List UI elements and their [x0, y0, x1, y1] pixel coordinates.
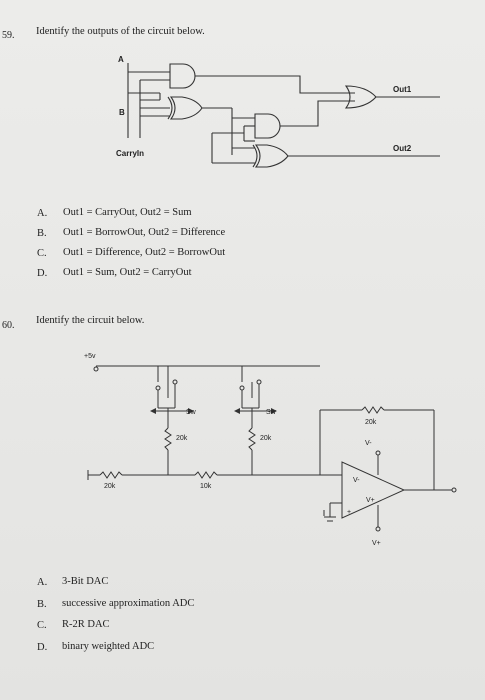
label-20k-feedback: 20k	[365, 419, 377, 426]
option-letter[interactable]: C.	[37, 620, 47, 631]
option-letter[interactable]: A.	[37, 577, 48, 588]
label-v-plus-bottom: V+	[372, 540, 381, 547]
label-5v: +5v	[84, 353, 96, 360]
option-text[interactable]: Out1 = Sum, Out2 = CarryOut	[63, 267, 192, 278]
label-10k: 10k	[200, 483, 212, 490]
label-20k-branch2: 20k	[260, 435, 272, 442]
label-v-plus-in: V+	[366, 497, 375, 504]
option-letter[interactable]: D.	[37, 268, 48, 279]
label-v-minus-in: V-	[353, 477, 360, 484]
label-v-minus-top: V-	[365, 440, 372, 447]
label-carryin: CarryIn	[116, 149, 144, 158]
question-59-prompt: Identify the outputs of the circuit belo…	[36, 26, 205, 37]
option-text[interactable]: successive approximation ADC	[62, 598, 195, 609]
label-out2: Out2	[393, 144, 412, 153]
label-a: A	[118, 55, 124, 64]
resistor-20k-branch1	[164, 427, 172, 451]
xor-gate-2	[252, 144, 258, 168]
option-letter[interactable]: D.	[37, 642, 48, 653]
option-text[interactable]: Out1 = BorrowOut, Out2 = Difference	[63, 227, 226, 238]
and-gate-2	[254, 113, 281, 139]
label-20k-branch1: 20k	[176, 435, 188, 442]
question-59-number: 59.	[2, 30, 15, 41]
resistor-20k-ground	[99, 471, 123, 479]
option-letter[interactable]: B.	[37, 228, 47, 239]
or-gate	[344, 85, 377, 109]
option-letter[interactable]: B.	[37, 599, 47, 610]
label-20k-ground: 20k	[104, 483, 116, 490]
resistor-20k-feedback	[361, 406, 385, 414]
question-60-prompt: Identify the circuit below.	[36, 315, 145, 326]
question-60-number: 60.	[2, 320, 15, 331]
label-sw-1: Sw	[186, 409, 197, 416]
option-letter[interactable]: C.	[37, 248, 47, 259]
resistor-10k-mid	[194, 471, 218, 479]
label-out1: Out1	[393, 85, 412, 94]
label-sw-2: Sw	[266, 409, 277, 416]
option-text[interactable]: binary weighted ADC	[62, 641, 155, 652]
label-b: B	[119, 108, 125, 117]
xor-gate-1	[167, 96, 173, 120]
option-text[interactable]: R-2R DAC	[62, 619, 110, 630]
resistor-20k-branch2	[248, 427, 256, 451]
and-gate-1	[169, 63, 196, 89]
label-plus-sign: +	[347, 509, 351, 516]
option-text[interactable]: 3-Bit DAC	[62, 576, 109, 587]
option-letter[interactable]: A.	[37, 208, 48, 219]
op-amp	[341, 461, 406, 519]
option-text[interactable]: Out1 = CarryOut, Out2 = Sum	[63, 207, 192, 218]
option-text[interactable]: Out1 = Difference, Out2 = BorrowOut	[63, 247, 226, 258]
